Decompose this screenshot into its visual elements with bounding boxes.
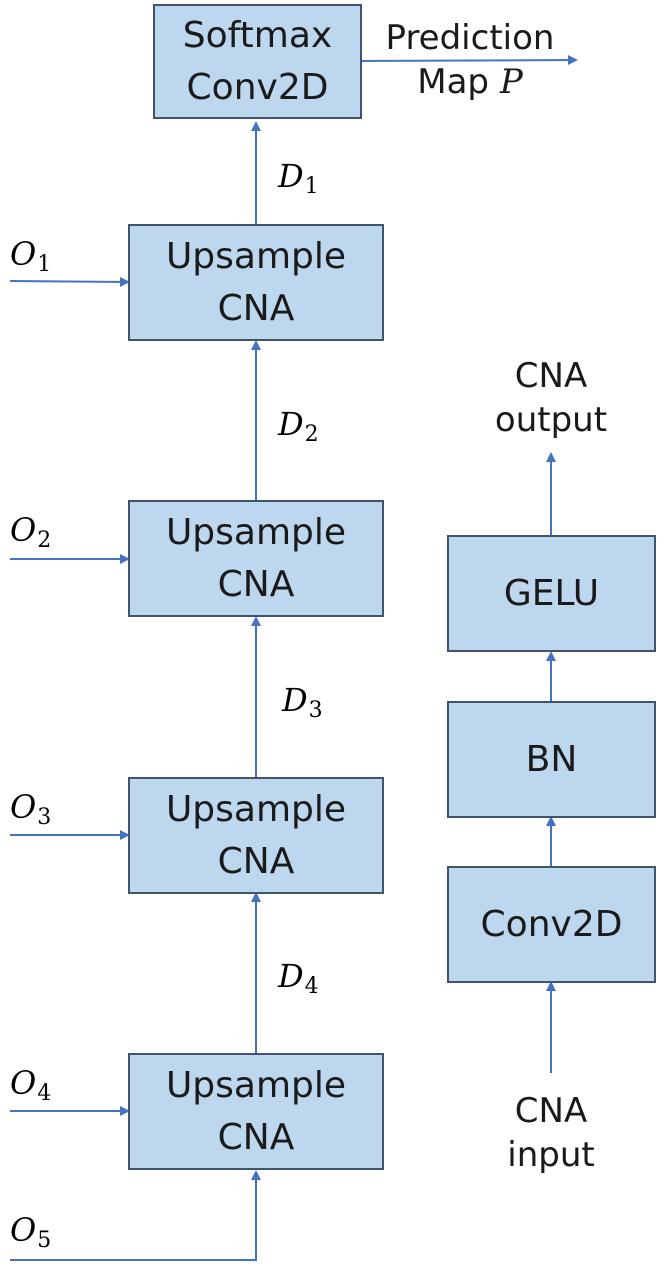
d3-subscript: 3 <box>308 698 323 723</box>
o1-symbol: O <box>10 235 37 273</box>
o5-subscript: 5 <box>37 1228 52 1253</box>
upsample-label: Upsample <box>165 788 347 830</box>
label-o5: O5 <box>10 1212 51 1259</box>
cna-label: CNA <box>217 1116 295 1158</box>
upsample-cna-block-1: Upsample CNA <box>128 224 384 341</box>
o3-subscript: 3 <box>37 805 52 830</box>
arrow-o1 <box>9 276 130 287</box>
cna-label: CNA <box>217 287 295 329</box>
label-o1: O1 <box>10 236 51 283</box>
label-o3: O3 <box>10 789 51 836</box>
map-word: Map <box>417 62 490 102</box>
d2-subscript: 2 <box>304 422 319 447</box>
o3-symbol: O <box>10 788 37 826</box>
label-d4: D4 <box>278 958 319 1005</box>
upsample-label: Upsample <box>165 511 347 553</box>
upsample-cna-block-4: Upsample CNA <box>128 1053 384 1170</box>
label-o2: O2 <box>10 512 51 559</box>
cna-input-line2: input <box>507 1135 595 1175</box>
cna-output-label: CNA output <box>471 354 631 442</box>
cna-label: CNA <box>217 840 295 882</box>
upsample-label: Upsample <box>165 1064 347 1106</box>
gelu-block: GELU <box>447 535 656 652</box>
bn-label: BN <box>525 738 578 780</box>
o5-symbol: O <box>10 1211 37 1249</box>
d1-subscript: 1 <box>304 174 319 199</box>
label-o4: O4 <box>10 1065 51 1112</box>
cna-input-line1: CNA <box>514 1091 588 1131</box>
conv2d-block: Conv2D <box>447 866 656 983</box>
conv2d-label: Conv2D <box>186 66 329 108</box>
gelu-label: GELU <box>503 572 600 614</box>
upsample-cna-block-3: Upsample CNA <box>128 777 384 894</box>
upsample-cna-block-2: Upsample CNA <box>128 500 384 617</box>
o2-symbol: O <box>10 511 37 549</box>
arrow-o5 <box>10 1170 261 1261</box>
prediction-text: Prediction <box>385 18 555 58</box>
label-d3: D3 <box>282 682 323 729</box>
softmax-conv2d-block: Softmax Conv2D <box>153 4 362 119</box>
prediction-map-text: Map P <box>380 60 560 104</box>
arrow-prediction <box>361 55 578 66</box>
cna-output-line2: output <box>494 400 608 440</box>
cna-input-label: CNA input <box>471 1089 631 1177</box>
d4-symbol: D <box>278 957 304 995</box>
label-d2: D2 <box>278 406 319 453</box>
o1-subscript: 1 <box>37 252 52 277</box>
cna-output-line1: CNA <box>514 356 588 396</box>
d1-symbol: D <box>278 157 304 195</box>
prediction-symbol: P <box>499 62 523 102</box>
d2-symbol: D <box>278 405 304 443</box>
d4-subscript: 4 <box>304 974 319 999</box>
cna-label: CNA <box>217 563 295 605</box>
o4-subscript: 4 <box>37 1081 52 1106</box>
d3-symbol: D <box>282 681 308 719</box>
conv2d-detail-label: Conv2D <box>480 903 623 945</box>
o2-subscript: 2 <box>37 528 52 553</box>
bn-block: BN <box>447 701 656 818</box>
o4-symbol: O <box>10 1064 37 1102</box>
softmax-label: Softmax <box>182 14 333 56</box>
prediction-label: Prediction Map P <box>380 16 560 104</box>
label-d1: D1 <box>278 158 319 205</box>
upsample-label: Upsample <box>165 235 347 277</box>
